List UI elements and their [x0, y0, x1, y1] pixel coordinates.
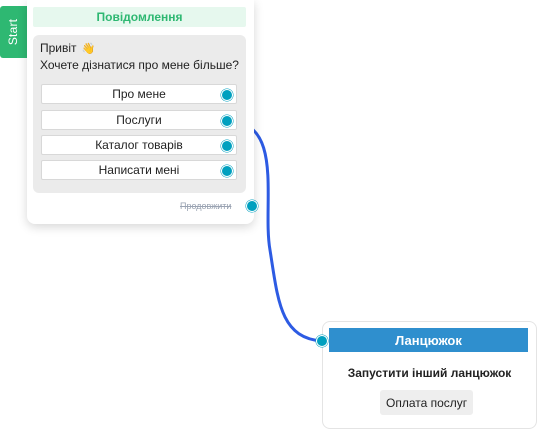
chain-target-badge[interactable]: Оплата послуг — [380, 390, 474, 415]
start-tab-label: Start — [6, 18, 21, 46]
message-node-header: Повідомлення — [33, 7, 246, 27]
button-services[interactable]: Послуги — [41, 110, 237, 130]
port-continue[interactable] — [246, 200, 258, 212]
message-body: Привіт 👋 Хочете дізнатися про мене більш… — [33, 35, 246, 193]
button-write-me-label: Написати мені — [98, 163, 180, 177]
button-catalog-label: Каталог товарів — [95, 138, 183, 152]
waving-hand-icon: 👋 — [81, 43, 96, 55]
button-about-me[interactable]: Про мене — [41, 84, 237, 104]
continue-label: Продовжити — [180, 201, 232, 211]
chain-node[interactable]: Ланцюжок Запустити інший ланцюжок Оплата… — [322, 321, 537, 429]
port-chain-input[interactable] — [316, 335, 328, 347]
button-about-me-label: Про мене — [112, 87, 166, 101]
message-node[interactable]: Повідомлення Привіт 👋 Хочете дізнатися п… — [27, 0, 254, 224]
message-question: Хочете дізнатися про мене більше? — [40, 58, 239, 72]
button-services-label: Послуги — [116, 113, 162, 127]
message-greeting: Привіт — [40, 41, 77, 55]
start-tab[interactable]: Start — [0, 6, 27, 58]
button-write-me[interactable]: Написати мені — [41, 160, 237, 180]
port-about-me[interactable] — [221, 89, 233, 101]
port-catalog[interactable] — [221, 140, 233, 152]
message-text: Привіт 👋 Хочете дізнатися про мене більш… — [40, 40, 240, 73]
port-write-me[interactable] — [221, 165, 233, 177]
button-catalog[interactable]: Каталог товарів — [41, 135, 237, 155]
chain-node-header: Ланцюжок — [329, 328, 528, 352]
chain-node-title: Запустити інший ланцюжок — [347, 366, 512, 380]
port-services[interactable] — [221, 115, 233, 127]
